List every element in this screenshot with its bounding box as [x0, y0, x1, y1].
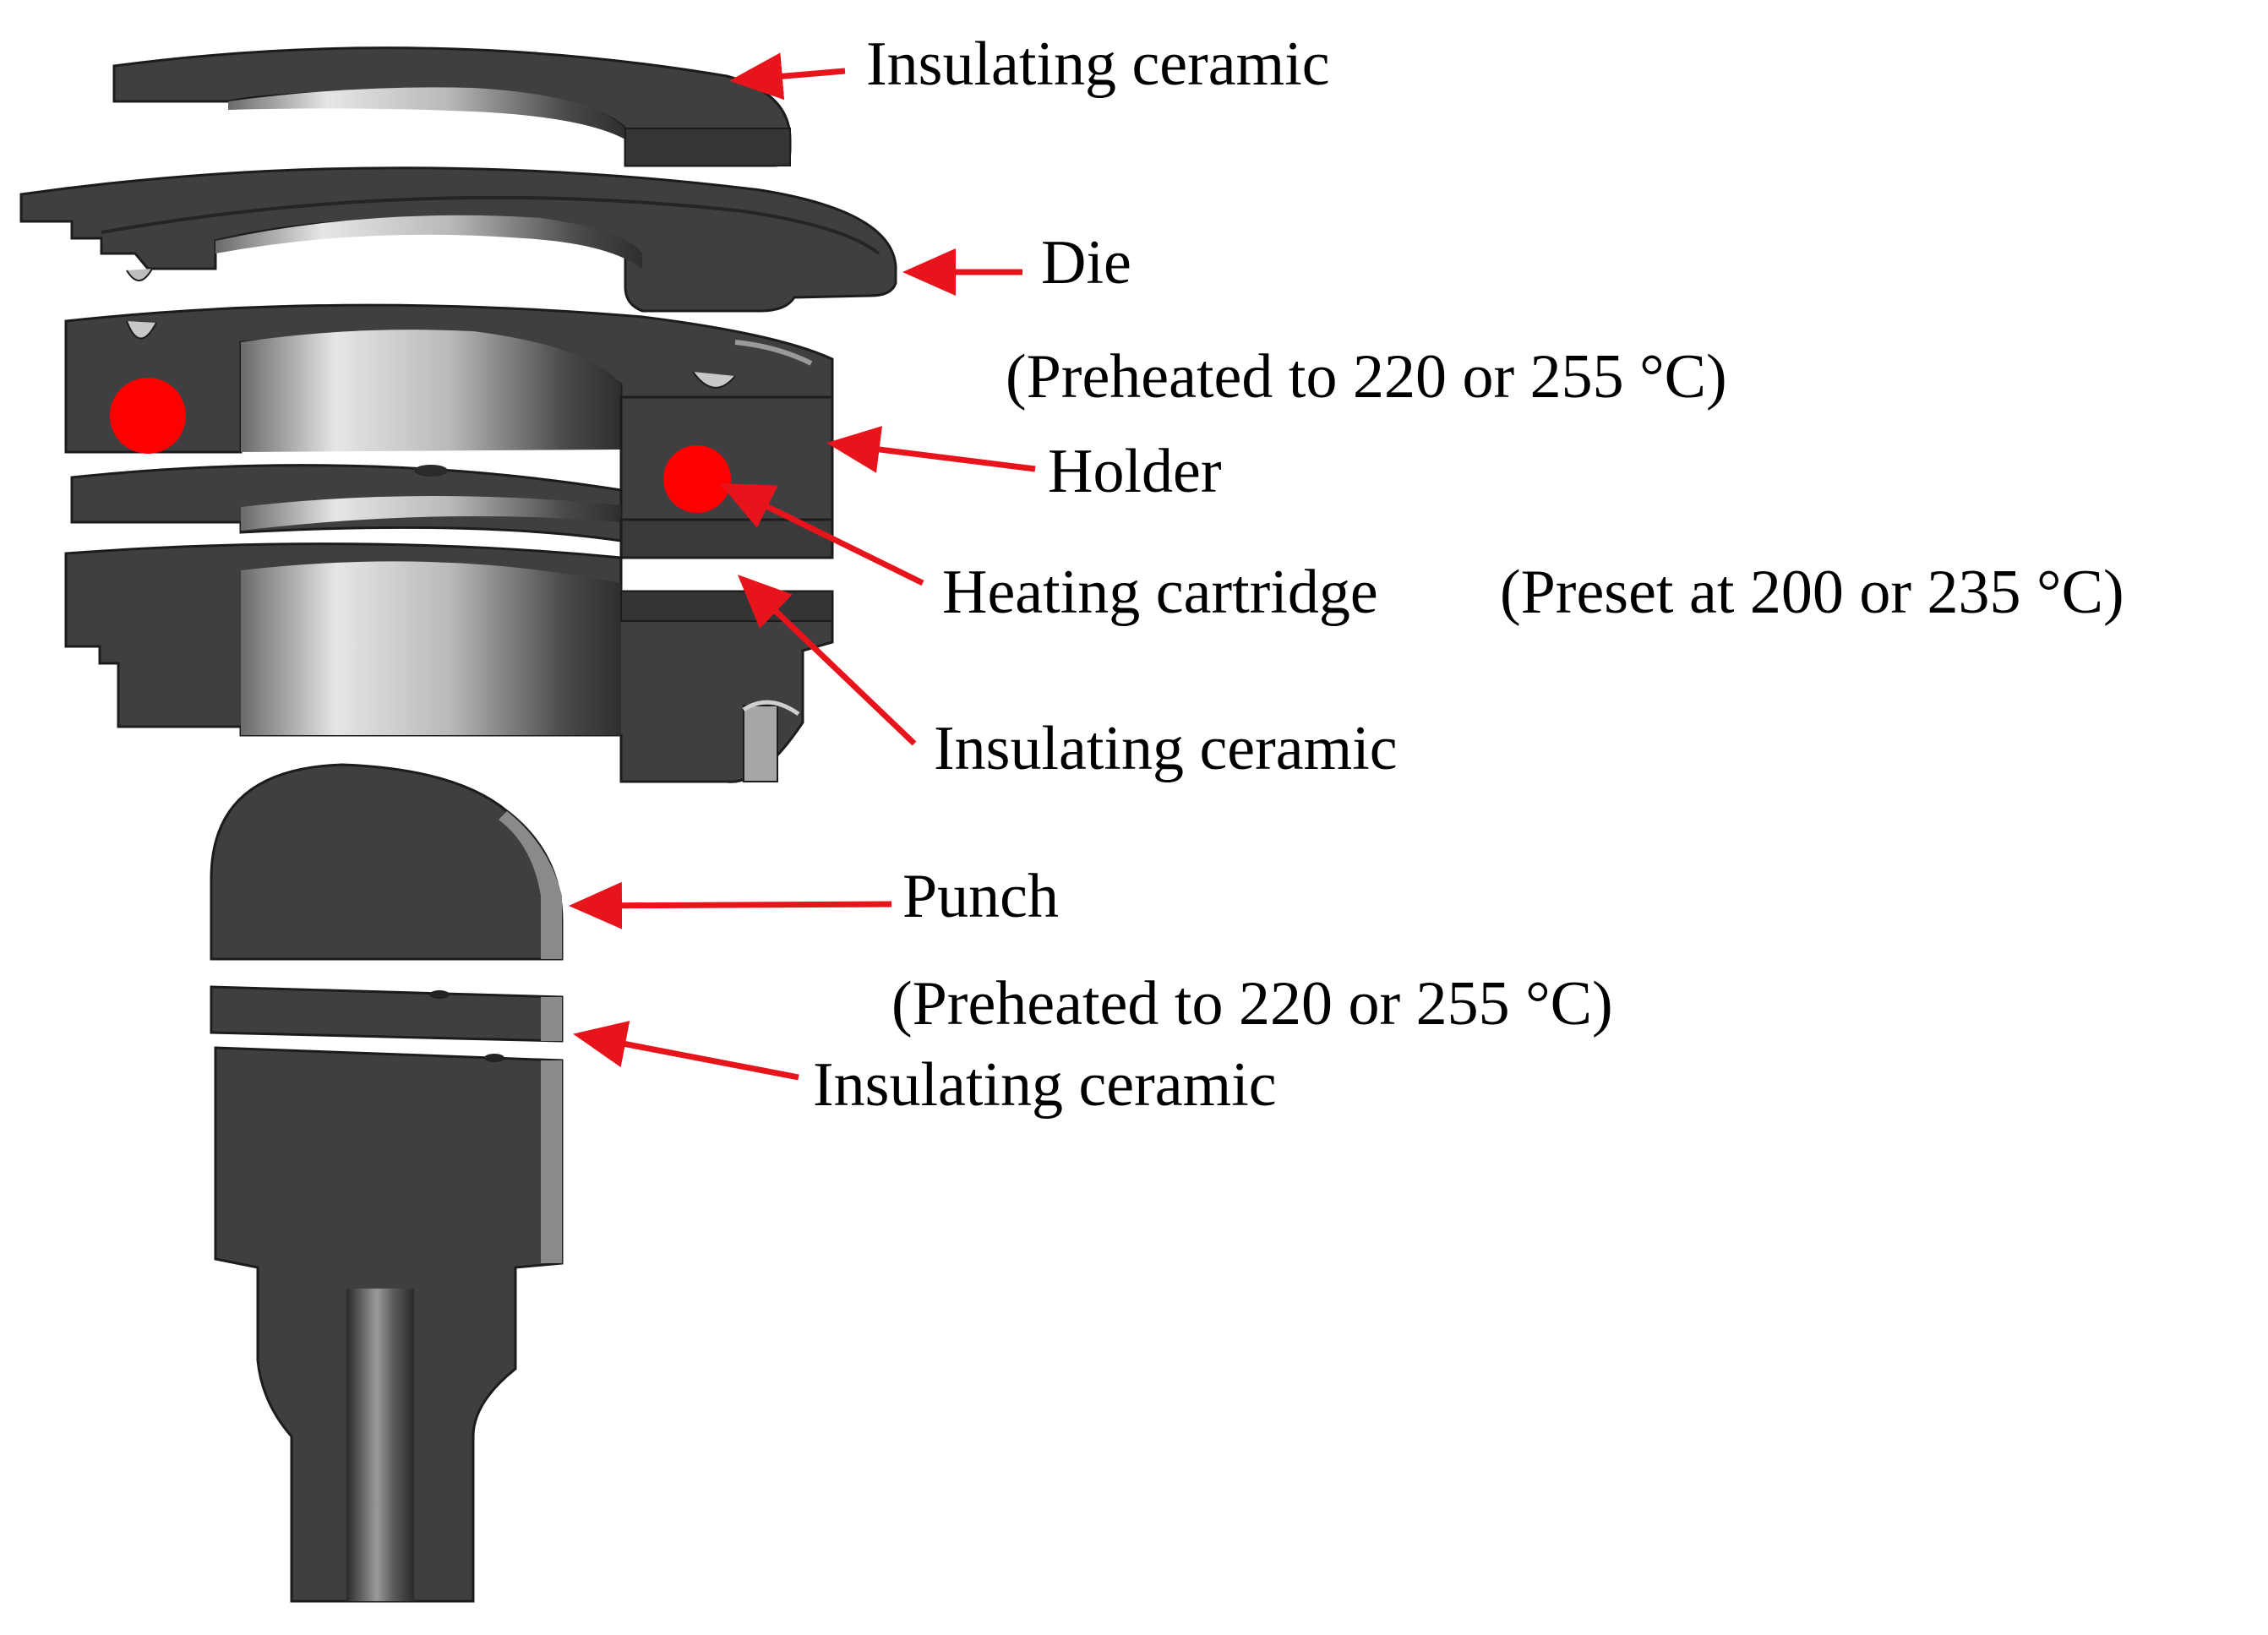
lower-insulating-ceramic-part — [64, 542, 834, 783]
arrow-punch-ceramic — [573, 1021, 799, 1081]
label-lower-insulating-ceramic: Insulating ceramic — [934, 714, 1398, 783]
punch-part — [210, 763, 564, 961]
top-insulating-ceramic-part — [112, 46, 792, 167]
arrow-heating-cartridge — [719, 482, 924, 586]
label-top-insulating-ceramic: Insulating ceramic — [866, 30, 1330, 99]
heater-marker-left — [110, 378, 186, 454]
punch-insulating-ceramic-part — [210, 985, 564, 1043]
label-heating-cartridge: Heating cartridge — [942, 558, 1378, 627]
arrow-punch — [569, 881, 892, 929]
arrow-lower-ceramic — [737, 575, 917, 746]
label-punch-insulating-ceramic: Insulating ceramic — [813, 1050, 1277, 1120]
die-part — [19, 166, 897, 313]
label-holder: Holder — [1048, 437, 1222, 506]
holder-lower-plate-part — [70, 464, 834, 559]
arrow-top-ceramic — [729, 52, 846, 101]
label-die: Die — [1041, 228, 1131, 297]
label-heating-preset-note: (Preset at 200 or 235 °C) — [1500, 558, 2124, 627]
label-punch: Punch — [902, 862, 1059, 931]
punch-body-part — [214, 1046, 564, 1603]
label-die-preheat-note: (Preheated to 220 or 255 °C) — [1006, 342, 1727, 411]
arrow-holder — [826, 426, 1036, 473]
holder-part — [64, 303, 834, 521]
leader-arrows — [569, 52, 1036, 1081]
label-punch-preheat-note: (Preheated to 220 or 255 °C) — [891, 969, 1613, 1038]
